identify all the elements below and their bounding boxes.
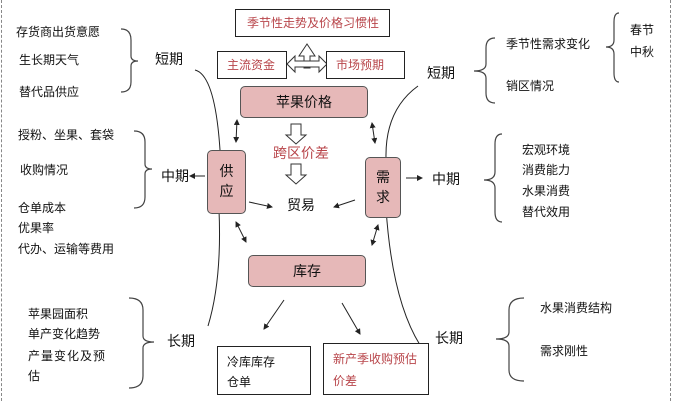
seasonal-pattern-label: 季节性走势及价格习惯性 [247,16,380,30]
cold-storage-label: 冷库库存 [227,355,276,369]
demand-mid-item-2: 消费能力 [522,163,571,177]
demand-long-item-2: 需求刚性 [540,344,589,358]
supply-long-item-2: 单产变化趋势 [28,327,101,341]
seasonal-pattern-box: 季节性走势及价格习惯性 [235,9,390,37]
new-season-spread-label: 价差 [333,374,358,388]
arrow-demand-trade [333,199,356,209]
arrow-price-demand [369,122,378,144]
arrow-supply-trade [248,201,273,209]
left-page-border [1,0,2,401]
supply-mid-term-label: 中期 [161,169,189,185]
supply-long-item-4: 估 [28,369,41,383]
brace-demand-long [495,297,525,382]
right-page-border [670,0,671,401]
demand-mid-item-3: 水果消费 [522,184,571,198]
supply-short-term-label: 短期 [155,52,183,68]
curve-supply-long [207,209,221,327]
brace-demand-mid [483,133,503,223]
supply-short-item-1: 存货商出货意愿 [16,25,101,39]
curve-supply-short [194,69,221,151]
market-expectation-box: 市场预期 [326,51,405,79]
supply-mid-item-1: 授粉、坐果、套袋 [18,128,115,142]
demand-short-term-label: 短期 [427,66,455,82]
warehouse-receipt-label: 仓单 [227,375,252,389]
demand-mid-item-4: 替代效用 [522,205,571,219]
demand-seasonal-spring-festival: 春节 [630,23,655,37]
hollow-arrow-down-2 [284,163,308,185]
arrow-demand-inventory [370,224,380,246]
supply-mid-item-5: 代办、运输等费用 [18,242,115,256]
inventory-label: 库存 [293,264,321,280]
demand-char-1: 需 [376,169,390,186]
main-capital-label: 主流资金 [227,58,276,72]
arrow-inventory-newseason [341,302,361,335]
brace-supply-long [128,297,155,389]
arrow-inventory-cold [263,299,285,330]
new-season-box: 新产季收购预估 价差 [323,343,429,395]
supply-mid-item-4: 优果率 [18,221,55,235]
arrow-price-supply [233,119,240,143]
demand-char-2: 求 [376,189,390,206]
curve-demand-short [385,85,419,159]
market-expectation-label: 市场预期 [336,58,385,72]
demand-mid-item-1: 宏观环境 [522,143,571,157]
hollow-arrow-down-1 [284,123,308,145]
trade-label: 贸易 [287,198,315,214]
brace-supply-mid [133,130,153,209]
apple-price-node: 苹果价格 [240,86,368,118]
brace-demand-seasonal [605,12,620,83]
demand-short-item-1: 季节性需求变化 [506,37,591,51]
supply-mid-item-3: 仓单成本 [18,201,67,215]
curve-demand-long [385,207,421,346]
supply-short-item-2: 生长期天气 [19,53,80,67]
cold-storage-box: 冷库库存 仓单 [217,346,311,395]
apple-price-label: 苹果价格 [276,95,332,111]
supply-node: 供 应 [207,150,246,214]
supply-long-term-label: 长期 [167,334,195,350]
brace-demand-short [473,37,496,104]
supply-short-item-3: 替代品供应 [19,85,80,99]
supply-char-1: 供 [219,164,234,180]
new-season-estimate-label: 新产季收购预估 [333,352,418,366]
demand-mid-term-label: 中期 [432,172,460,188]
supply-mid-item-2: 收购情况 [20,163,69,177]
demand-node: 需 求 [365,157,401,218]
supply-long-item-3: 产量变化及预 [28,349,107,363]
inventory-node: 库存 [248,255,366,287]
demand-long-item-1: 水果消费结构 [540,301,613,315]
supply-char-2: 应 [219,184,234,200]
supply-long-item-1: 苹果园面积 [28,307,89,321]
main-capital-box: 主流资金 [217,51,287,79]
cross-region-spread-label: 跨区价差 [273,146,329,162]
arrow-supply-inventory [235,221,247,243]
demand-seasonal-mid-autumn: 中秋 [630,45,655,59]
demand-long-term-label: 长期 [435,331,463,347]
brace-supply-short [120,28,139,93]
demand-short-item-2: 销区情况 [506,79,555,93]
